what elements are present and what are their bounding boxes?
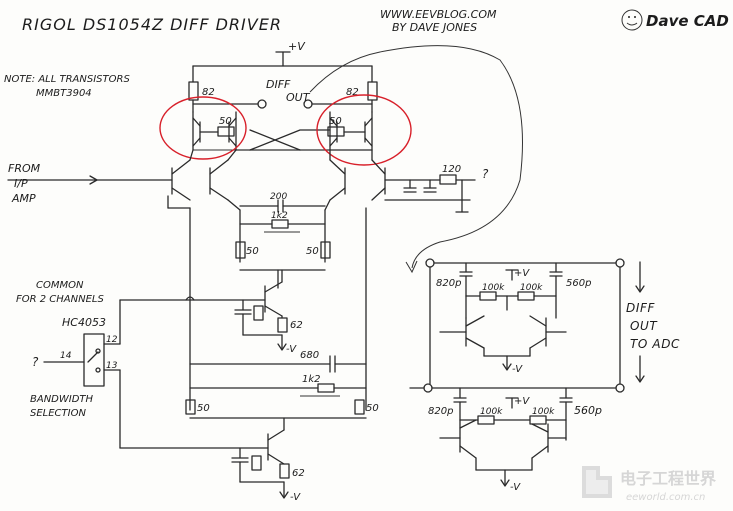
svg-text:-V: -V — [512, 364, 523, 375]
bandwidth-network: 680 1k2 50 50 — [185, 350, 379, 415]
svg-text:?: ? — [32, 355, 39, 369]
svg-text:82: 82 — [346, 87, 359, 98]
svg-text:820p: 820p — [436, 278, 461, 289]
svg-text:12: 12 — [106, 335, 118, 345]
vplus-rail-top: +V — [192, 40, 373, 67]
svg-text:?: ? — [482, 167, 489, 181]
current-source-mid: 62 -V — [119, 269, 303, 355]
svg-text:AMP: AMP — [11, 192, 36, 205]
svg-text:-V: -V — [286, 344, 297, 355]
svg-text:OUT: OUT — [286, 91, 311, 104]
output-120-network: 120 ? — [384, 164, 489, 213]
emitter-network: 200 1k2 50 50 — [227, 192, 331, 289]
svg-text:560p: 560p — [566, 278, 591, 289]
highlight-circle-left — [159, 96, 247, 160]
hc4053-mux: HC4053 ? 14 12 13 — [32, 299, 121, 449]
svg-text:TO ADC: TO ADC — [630, 337, 680, 351]
author-credit: BY DAVE JONES — [392, 21, 477, 34]
svg-text:50: 50 — [366, 403, 379, 414]
svg-text:I/P: I/P — [14, 177, 28, 190]
svg-text:+V: +V — [514, 396, 530, 407]
svg-text:1k2: 1k2 — [302, 374, 321, 385]
cross-coupling — [193, 129, 373, 151]
svg-text:560p: 560p — [574, 404, 602, 417]
brand-text: Dave CAD — [646, 12, 729, 30]
svg-text:50: 50 — [329, 116, 342, 127]
svg-text:200: 200 — [270, 192, 287, 202]
filter-channel-1: 820p 560p +V 100k 100k -V — [425, 258, 625, 385]
svg-text:FOR 2 CHANNELS: FOR 2 CHANNELS — [16, 294, 104, 305]
site-url: WWW.EEVBLOG.COM — [380, 8, 497, 21]
current-source-bottom: 62 -V — [119, 417, 367, 503]
svg-text:50: 50 — [306, 246, 319, 257]
svg-text:SELECTION: SELECTION — [30, 408, 86, 419]
svg-text:820p: 820p — [428, 406, 453, 417]
diff-out-label: DIFF — [266, 78, 291, 91]
diff-out-adc: DIFF OUT TO ADC — [626, 261, 680, 383]
mux-label: HC4053 — [62, 316, 106, 329]
svg-text:14: 14 — [60, 351, 72, 361]
svg-text:50: 50 — [197, 403, 210, 414]
svg-text:100k: 100k — [482, 283, 505, 293]
svg-text:-V: -V — [290, 492, 301, 503]
svg-text:100k: 100k — [480, 407, 503, 417]
svg-text:82: 82 — [202, 87, 215, 98]
diff-out-terminals: DIFF OUT — [192, 78, 373, 109]
svg-text:1k2: 1k2 — [271, 211, 288, 221]
svg-text:62: 62 — [292, 468, 305, 479]
svg-text:OUT: OUT — [630, 319, 658, 333]
dave-cad-logo: Dave CAD — [621, 9, 729, 31]
svg-text:-V: -V — [510, 482, 521, 493]
svg-text:120: 120 — [442, 164, 461, 175]
resistor-82-right: 82 — [346, 65, 378, 113]
cascode-left: 50 — [192, 111, 237, 151]
note-line-1: NOTE: ALL TRANSISTORS — [4, 74, 130, 85]
from-ip-amp-label: FROM — [8, 162, 41, 175]
svg-text:100k: 100k — [532, 407, 555, 417]
cascode-right: 50 — [327, 111, 373, 151]
input-stage: FROM I/P AMP — [7, 149, 386, 209]
note-line-2: MMBT3904 — [36, 88, 92, 99]
bandwidth-label: BANDWIDTH — [30, 394, 94, 405]
svg-text:62: 62 — [290, 320, 303, 331]
svg-text:13: 13 — [106, 361, 118, 371]
filter-channel-2: 820p 560p +V 100k 100k -V — [409, 383, 625, 493]
schematic-title: RIGOL DS1054Z DIFF DRIVER — [22, 15, 282, 34]
svg-text:50: 50 — [219, 116, 232, 127]
adc-out-label: DIFF — [626, 301, 655, 315]
routing-arrow — [309, 45, 523, 269]
common-label: COMMON — [36, 280, 84, 291]
svg-text:50: 50 — [246, 246, 259, 257]
watermark-cn: 电子工程世界 — [620, 469, 716, 488]
svg-text:680: 680 — [300, 350, 319, 361]
watermark-en: eeworld.com.cn — [626, 492, 705, 503]
eeworld-watermark: 电子工程世界 eeworld.com.cn — [582, 466, 716, 503]
highlight-circle-right — [316, 94, 412, 166]
svg-text:+V: +V — [514, 268, 530, 279]
svg-text:+V: +V — [288, 40, 306, 53]
svg-text:100k: 100k — [520, 283, 543, 293]
resistor-82-left: 82 — [188, 65, 215, 113]
